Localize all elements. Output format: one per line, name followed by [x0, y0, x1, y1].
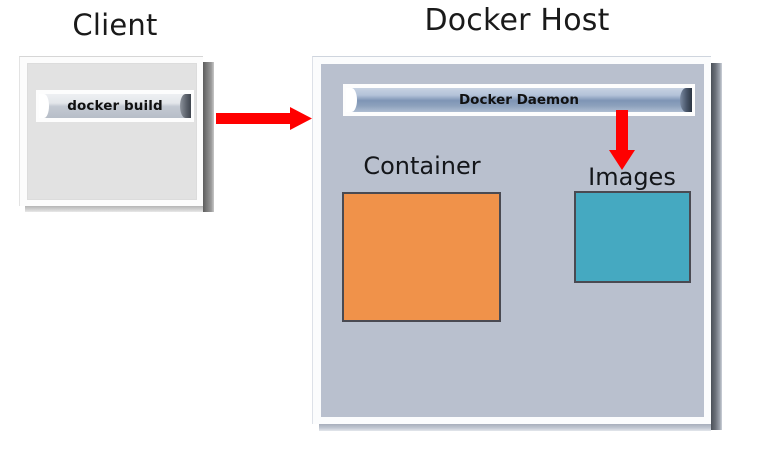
- docker-build-button-bevel: docker build: [39, 94, 191, 118]
- images-label: Images: [588, 163, 676, 191]
- docker-daemon-bar[interactable]: Docker Daemon: [343, 84, 695, 116]
- client-panel-shadow-bottom: [25, 206, 203, 212]
- container-box: [342, 192, 501, 322]
- client-title: Client: [72, 8, 158, 42]
- bevel-right-cap-icon: [680, 88, 692, 112]
- container-label: Container: [363, 152, 481, 180]
- host-panel-shadow-right: [711, 63, 722, 430]
- docker-daemon-bar-bevel: Docker Daemon: [346, 88, 692, 112]
- client-panel-frame: [19, 56, 203, 206]
- client-panel: [19, 56, 214, 212]
- arrow-daemon-to-images-icon: [609, 110, 635, 170]
- docker-daemon-label: Docker Daemon: [458, 92, 580, 108]
- bevel-left-cap-icon: [346, 88, 357, 112]
- client-panel-shadow-right: [203, 62, 214, 212]
- docker-build-button-label: docker build: [67, 98, 163, 114]
- docker-host-title: Docker Host: [424, 3, 610, 38]
- host-panel-shadow-bottom: [319, 424, 711, 431]
- images-box: [574, 191, 691, 283]
- bevel-right-cap-icon: [180, 94, 191, 118]
- bevel-left-cap-icon: [39, 94, 49, 118]
- client-panel-inner: [27, 63, 197, 200]
- docker-build-button[interactable]: docker build: [36, 90, 194, 122]
- arrow-client-to-host-icon: [216, 107, 312, 130]
